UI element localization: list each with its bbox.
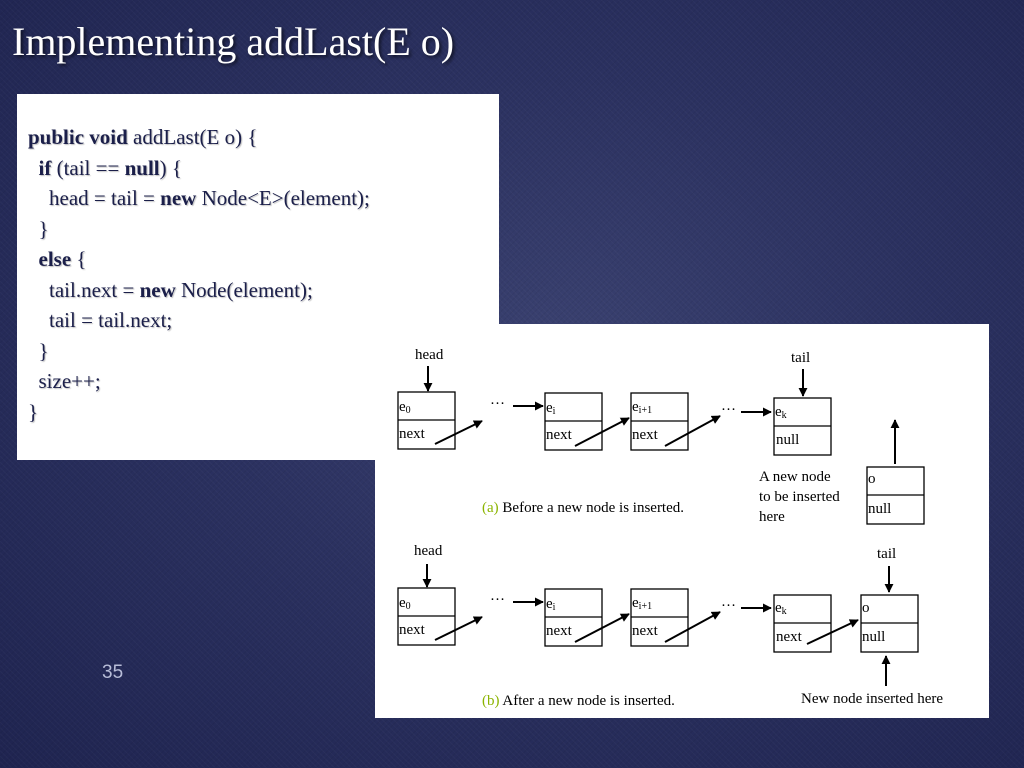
code-line-9: size++;	[28, 369, 101, 393]
code-line-5: else {	[28, 244, 370, 275]
node-ei-element: ei	[546, 400, 556, 417]
code-text: Node<E>(element);	[196, 186, 370, 210]
new-node-note: A new node to be inserted here	[759, 469, 844, 525]
code-text: (tail ==	[51, 155, 125, 180]
node-next-label: next	[399, 622, 426, 638]
node-ei-element: ei	[546, 596, 556, 613]
code-line-6: tail.next = new Node(element);	[28, 275, 370, 306]
slide-title: Implementing addLast(E o)	[12, 19, 455, 64]
tail-label: tail	[791, 350, 810, 366]
caption-b: (b) After a new node is inserted.	[482, 693, 675, 709]
ellipsis: …	[490, 588, 505, 604]
keyword: else	[38, 247, 72, 271]
node-next-label: next	[546, 623, 573, 639]
caption-a: (a) Before a new node is inserted.	[482, 500, 684, 516]
code-line-10: }	[28, 399, 39, 424]
node-ek-element: ek	[775, 404, 787, 421]
ellipsis: …	[490, 392, 505, 408]
head-label: head	[415, 347, 444, 363]
next-pointer-arrow	[574, 417, 630, 447]
caption-b-letter: (b)	[482, 693, 500, 709]
code-line-4: }	[28, 216, 49, 241]
node-next-label: next	[776, 629, 803, 645]
code-line-7: tail = tail.next;	[28, 308, 173, 332]
ellipsis: …	[721, 398, 736, 414]
code-text: head = tail =	[49, 186, 161, 210]
new-node-element: o	[862, 600, 870, 616]
inserted-note: New node inserted here	[801, 691, 943, 707]
keyword: if	[38, 155, 52, 180]
next-pointer-arrow	[434, 420, 483, 445]
keyword: new	[160, 186, 197, 210]
head-label: head	[414, 543, 443, 559]
node-next-label: next	[546, 427, 573, 443]
code-text: ) {	[159, 155, 182, 180]
code-line-8: }	[28, 338, 49, 363]
node-ek-element: ek	[775, 600, 787, 617]
node-next-label: next	[399, 426, 426, 442]
caption-a-letter: (a)	[482, 500, 499, 516]
keyword: void	[89, 125, 128, 149]
new-node-null-label: null	[862, 629, 885, 645]
code-listing: public void addLast(E o) { if (tail == n…	[28, 122, 370, 427]
node-e0-element: e0	[399, 595, 411, 612]
keyword: new	[139, 277, 176, 302]
linked-list-diagram: head e0 next … ei next ei+1 next …	[375, 324, 989, 718]
tail-label: tail	[877, 546, 896, 562]
indent	[28, 247, 39, 271]
node-next-label: next	[632, 427, 659, 443]
node-ei1-element: ei+1	[632, 399, 652, 416]
code-line-2: if (tail == null) {	[28, 153, 370, 184]
ellipsis: …	[721, 594, 736, 610]
keyword: public	[28, 125, 85, 149]
diagram-part-b: head e0 next … ei next ei+1 next …	[397, 543, 943, 709]
code-line-1: public void addLast(E o) {	[28, 122, 370, 153]
code-text: {	[71, 247, 87, 271]
indent	[28, 156, 39, 180]
new-node-null-label: null	[868, 501, 891, 517]
code-text: Node(element);	[175, 277, 313, 302]
code-line-3: head = tail = new Node<E>(element);	[28, 183, 370, 214]
new-node-element: o	[868, 471, 876, 487]
node-null-label: null	[776, 432, 799, 448]
node-next-label: next	[632, 623, 659, 639]
next-pointer-arrow	[806, 619, 859, 645]
next-pointer-arrow	[574, 613, 630, 643]
indent	[28, 278, 49, 302]
next-pointer-arrow	[434, 616, 483, 641]
next-pointer-arrow	[664, 611, 721, 643]
next-pointer-arrow	[664, 415, 721, 447]
code-text: tail.next =	[49, 277, 140, 302]
node-ei1-element: ei+1	[632, 595, 652, 612]
node-e0-element: e0	[399, 399, 411, 416]
diagram-part-a: head e0 next … ei next ei+1 next …	[397, 347, 925, 525]
slide-number: 35	[102, 662, 124, 683]
code-text: addLast(E o) {	[127, 125, 258, 149]
keyword: null	[124, 155, 160, 180]
indent	[28, 186, 49, 210]
code-panel: public void addLast(E o) { if (tail == n…	[17, 94, 499, 460]
diagram-svg: head e0 next … ei next ei+1 next …	[397, 347, 943, 709]
